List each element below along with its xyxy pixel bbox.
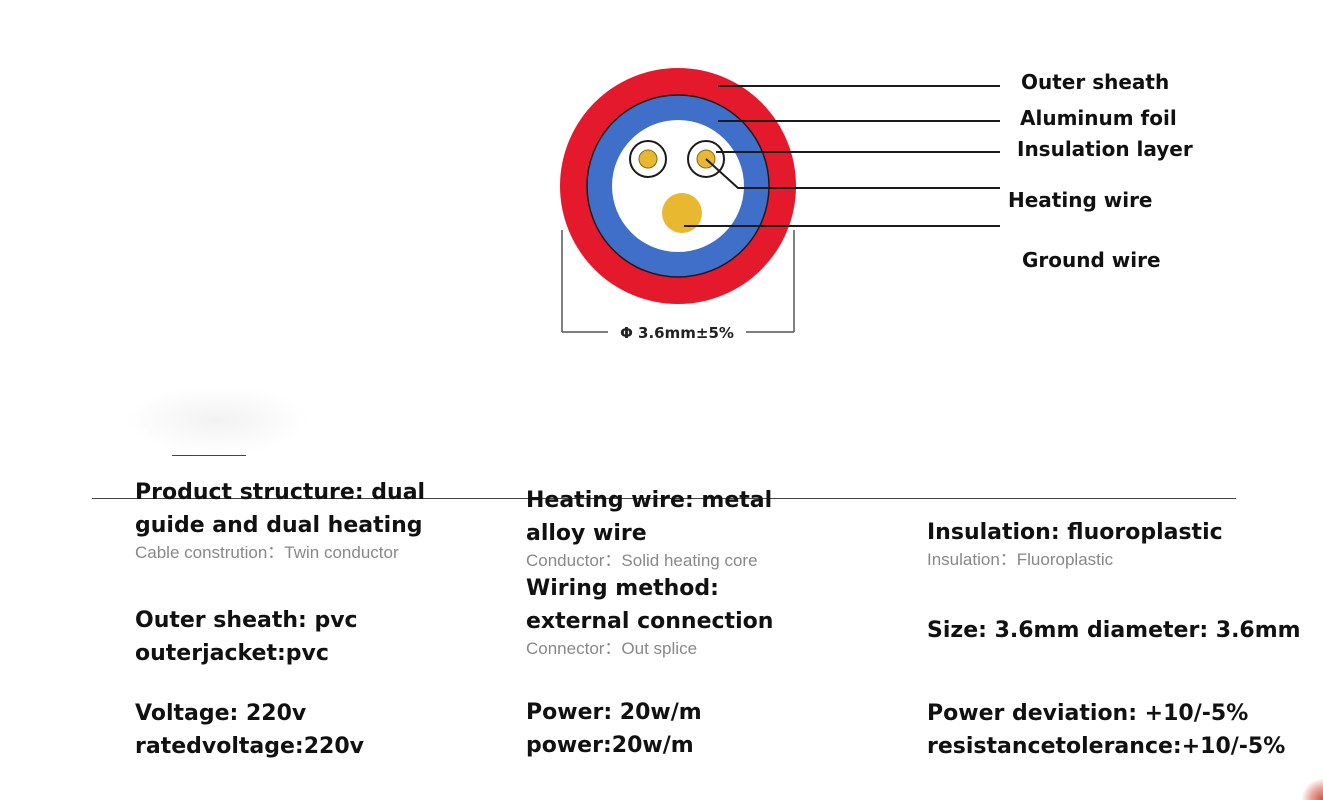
spec-main: Insulation: fluoroplastic: [927, 520, 1223, 545]
spec-main: Heating wire: metal alloy wire: [526, 488, 773, 546]
spec-outer-sheath: Outer sheath: pvc outerjacket:pvc: [135, 604, 475, 670]
spec-main: Size: 3.6mm diameter: 3.6mm: [927, 618, 1301, 643]
cable-cross-section-diagram: Φ 3.6mm±5%: [560, 68, 1000, 342]
spec-main: Wiring method: external connection: [526, 576, 774, 634]
spec-power: Power: 20w/m power:20w/m: [526, 696, 826, 762]
dimension-label: Φ 3.6mm±5%: [620, 324, 734, 342]
spec-size: Size: 3.6mm diameter: 3.6mm: [927, 614, 1317, 647]
callout-aluminum-foil: Aluminum foil: [1020, 106, 1177, 130]
heating-wire-core-1: [638, 149, 658, 169]
spec-sub: Conductor：Solid heating core: [526, 551, 758, 570]
spec-sub: Insulation：Fluoroplastic: [927, 550, 1114, 569]
corner-artifact: [1301, 778, 1323, 800]
spec-sub: Connector：Out splice: [526, 639, 698, 658]
spec-main: Product structure: dual guide and dual h…: [135, 480, 426, 538]
spec-wiring-method: Wiring method: external connection Conne…: [526, 572, 796, 660]
callout-ground-wire: Ground wire: [1022, 248, 1161, 272]
spec-sub: Cable constrution：Twin conductor: [135, 543, 399, 562]
spec-main: Voltage: 220v ratedvoltage:220v: [135, 701, 364, 759]
spec-heating-wire: Heating wire: metal alloy wire Conductor…: [526, 484, 796, 572]
spec-main: Outer sheath: pvc outerjacket:pvc: [135, 608, 358, 666]
spec-product-structure: Product structure: dual guide and dual h…: [135, 476, 435, 564]
callout-outer-sheath: Outer sheath: [1021, 70, 1170, 94]
spec-main: Power: 20w/m power:20w/m: [526, 700, 702, 758]
spec-power-deviation: Power deviation: +10/-5% resistancetoler…: [927, 697, 1317, 763]
leader-lines: [684, 85, 1000, 227]
callout-insulation-layer: Insulation layer: [1017, 137, 1193, 161]
leader-heating-wire: [705, 158, 1000, 189]
background-smudge: [125, 385, 310, 455]
short-divider: [172, 455, 246, 456]
spec-insulation: Insulation: fluoroplastic Insulation：Flu…: [927, 516, 1307, 571]
callout-heating-wire: Heating wire: [1008, 188, 1153, 212]
section-divider: [92, 498, 1236, 499]
spec-voltage: Voltage: 220v ratedvoltage:220v: [135, 697, 475, 763]
spec-main: Power deviation: +10/-5% resistancetoler…: [927, 701, 1286, 759]
ground-wire: [662, 193, 702, 233]
dimension-bracket: [561, 230, 795, 333]
